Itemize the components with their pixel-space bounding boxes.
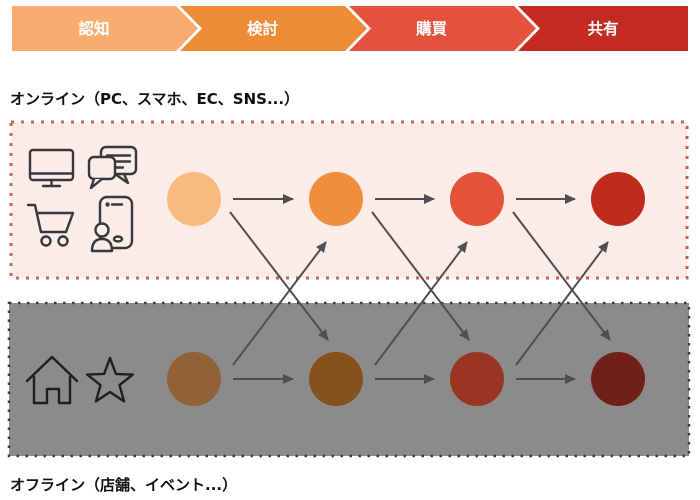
offline-circle-0: [167, 352, 221, 406]
offline-circle-3: [591, 352, 645, 406]
flow-arrows: [229, 194, 611, 384]
funnel-segment-0: [12, 6, 198, 51]
offline-section-label: オフライン（店舗、イベント...）: [10, 476, 237, 494]
funnel-stage-bar: 認知 検討 購買 共有: [12, 6, 688, 51]
online-section-label: オンライン（PC、スマホ、EC、SNS...）: [10, 90, 299, 108]
flow-arrow-online-1-to-offline-2: [371, 211, 470, 341]
desktop-monitor-icon: [28, 148, 75, 188]
house-icon: [25, 355, 79, 405]
flow-arrow-online-2-to-offline-3: [512, 211, 611, 341]
funnel-segment-2: [349, 6, 536, 51]
funnel-segment-1: [180, 6, 367, 51]
flow-arrow-offline-0-to-online-1: [232, 241, 327, 366]
flow-arrow-offline-1-to-online-2: [374, 241, 468, 366]
funnel-segment-label-3: 共有: [587, 19, 618, 38]
funnel-segment-label-0: 認知: [78, 19, 109, 38]
touchpoint-circles: [167, 172, 645, 406]
chat-bubbles-icon: [87, 145, 138, 190]
smartphone-user-icon: [90, 195, 134, 253]
offline-icons: [25, 355, 135, 405]
offline-circle-2: [450, 352, 504, 406]
flow-arrow-online-0-to-offline-1: [229, 211, 329, 341]
flow-arrow-offline-2-to-online-3: [515, 241, 609, 366]
shopping-cart-icon: [26, 203, 75, 247]
online-circle-1: [309, 172, 363, 226]
online-circle-2: [450, 172, 504, 226]
funnel-segment-label-2: 購買: [415, 20, 448, 38]
funnel-segment-3: [518, 6, 688, 51]
star-icon: [85, 356, 135, 403]
online-circle-3: [591, 172, 645, 226]
online-icons: [26, 145, 138, 253]
online-circle-0: [167, 172, 221, 226]
funnel-segment-label-1: 検討: [247, 19, 279, 38]
offline-circle-1: [309, 352, 363, 406]
